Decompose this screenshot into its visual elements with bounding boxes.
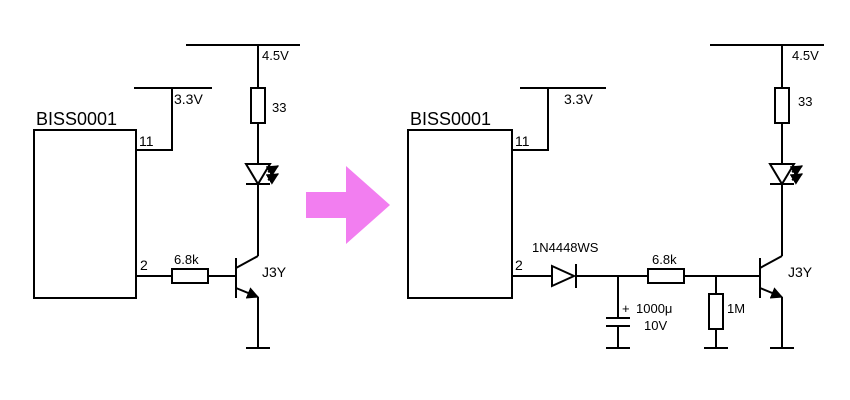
left-vcc-ic-wire	[136, 88, 173, 151]
left-led-resistor	[250, 87, 266, 124]
right-led-resistor	[774, 87, 790, 124]
right-cap-voltage: 10V	[644, 318, 667, 333]
right-vcc-ic-label: 3.3V	[564, 91, 593, 107]
left-base-resistor-label: 6.8k	[174, 252, 199, 267]
right-pin-2-label: 2	[515, 257, 523, 273]
left-vcc-led-label: 4.5V	[262, 48, 289, 63]
left-led-resistor-label: 33	[272, 100, 286, 115]
right-vcc-led-label: 4.5V	[792, 48, 819, 63]
right-base-resistor	[647, 268, 685, 284]
right-pulldown-resistor	[708, 293, 724, 330]
right-pin-11-label: 11	[515, 133, 530, 149]
right-ic-body	[407, 129, 513, 299]
right-ic-label: BISS0001	[410, 109, 491, 129]
right-transistor-collector	[759, 255, 783, 269]
left-transistor-collector	[235, 255, 259, 269]
left-transistor-emitter	[235, 287, 260, 299]
right-diode-triangle	[551, 264, 577, 288]
right-cap-value: 1000μ	[636, 301, 672, 316]
left-ic-body	[33, 129, 137, 299]
left-circuit: BISS0001 11 2 3.3V 4.5V 33 J3Y 6.8k	[33, 44, 300, 349]
right-led-emit-arrow-2	[789, 173, 804, 185]
left-led-emit-arrow-1	[265, 165, 280, 177]
right-cap-polarity: +	[622, 301, 630, 316]
left-base-resistor	[171, 268, 209, 284]
transition-arrow-icon	[306, 166, 390, 244]
right-led-emit-arrow-1	[789, 165, 804, 177]
left-transistor-label: J3Y	[262, 264, 287, 280]
left-led-triangle	[244, 163, 272, 186]
right-vcc-ic-wire	[512, 88, 549, 151]
left-pin-11-label: 11	[139, 133, 154, 149]
right-transistor-label: J3Y	[788, 264, 813, 280]
left-vcc-ic-label: 3.3V	[174, 91, 203, 107]
right-led-resistor-label: 33	[798, 94, 812, 109]
left-pin-2-label: 2	[140, 257, 148, 273]
right-base-resistor-label: 6.8k	[652, 252, 677, 267]
right-transistor-emitter	[759, 287, 784, 299]
left-ic-label: BISS0001	[36, 109, 117, 129]
right-pulldown-label: 1M	[727, 301, 745, 316]
right-circuit: BISS0001 11 2 3.3V 4.5V 33 J3Y 1N444	[407, 44, 824, 349]
left-led-emit-arrow-2	[265, 173, 280, 185]
right-led-triangle	[768, 163, 796, 186]
right-diode-label: 1N4448WS	[532, 240, 599, 255]
